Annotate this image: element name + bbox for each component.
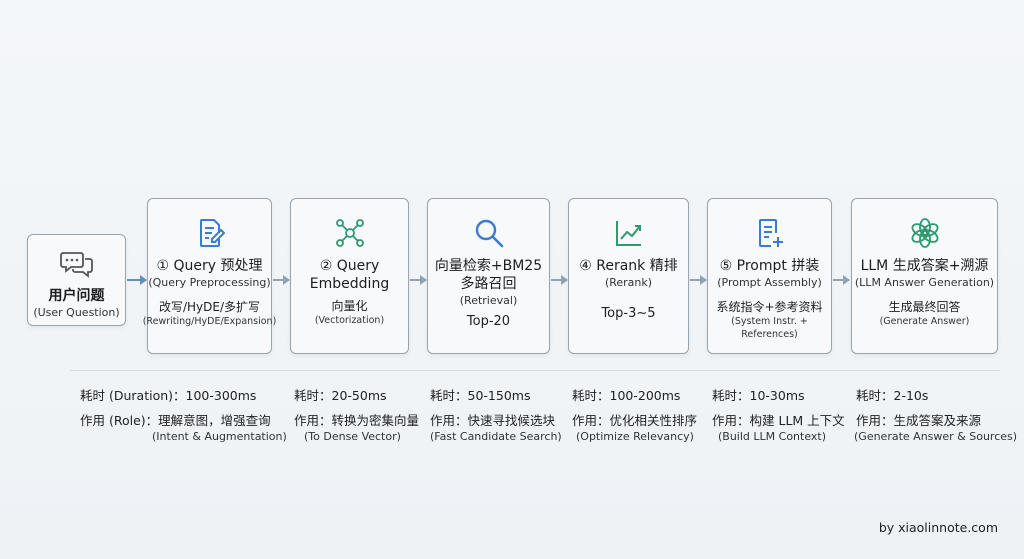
role-text: 作用：构建 LLM 上下文: [712, 413, 845, 428]
step-detail: Top-20: [466, 314, 511, 329]
info-column: 耗时：2-10s 作用：生成答案及来源 (Generate Answer & S…: [854, 386, 1018, 444]
role-subtext: (Fast Candidate Search): [430, 430, 562, 443]
duration-text: 耗时：20-50ms: [294, 388, 387, 403]
step-prompt-assembly: ⑤ Prompt 拼装 (Prompt Assembly) 系统指令+参考资料 …: [707, 198, 832, 354]
step-query-embedding: ② Query Embedding 向量化 (Vectorization): [290, 198, 409, 354]
step-detail-en: (Rewriting/HyDE/Expansion): [142, 316, 277, 327]
step-detail: 生成最终回答: [888, 300, 961, 314]
trend-chart-icon: [613, 215, 645, 251]
step-title: ② Query Embedding: [309, 258, 390, 292]
info-column: 耗时：50-150ms 作用：快速寻找候选块 (Fast Candidate S…: [430, 386, 562, 444]
arrow-connector: [273, 275, 290, 285]
credit-text: by xiaolinnote.com: [878, 520, 998, 535]
arrow-connector: [127, 275, 147, 285]
step-subtitle: (LLM Answer Generation): [854, 276, 995, 289]
duration-text: 耗时：2-10s: [856, 388, 929, 403]
arrow-connector: [833, 275, 850, 285]
step-detail: 系统指令+参考资料: [716, 300, 823, 314]
role-subtext: (Build LLM Context): [718, 430, 827, 443]
step-title: ① Query 预处理: [156, 258, 263, 274]
info-column: 耗时 (Duration)：100-300ms 作用 (Role)：理解意图，增…: [80, 386, 287, 444]
role-subtext: (Generate Answer & Sources): [854, 430, 1018, 443]
step-detail: 改写/HyDE/多扩写: [158, 300, 261, 314]
search-icon: [473, 215, 505, 251]
step-subtitle: (Query Preprocessing): [148, 276, 271, 289]
start-title: 用户问题: [48, 288, 105, 304]
step-detail-en: (Vectorization): [314, 315, 385, 326]
step-retrieval: 向量检索+BM25 多路召回 (Retrieval) Top-20: [427, 198, 550, 354]
role-text: 作用：转换为密集向量: [294, 413, 420, 428]
role-subtext: (Intent & Augmentation): [152, 430, 287, 443]
duration-text: 耗时 (Duration)：100-300ms: [80, 388, 257, 403]
step-llm-generation: LLM 生成答案+溯源 (LLM Answer Generation) 生成最终…: [851, 198, 998, 354]
openai-logo-icon: [909, 215, 941, 251]
arrow-connector: [410, 275, 427, 285]
step-detail: 向量化: [331, 299, 368, 313]
info-column: 耗时：20-50ms 作用：转换为密集向量 (To Dense Vector): [294, 386, 419, 444]
step-detail-en: (System Instr. + References): [731, 316, 808, 340]
duration-text: 耗时：10-30ms: [712, 388, 805, 403]
step-query-preprocessing: ① Query 预处理 (Query Preprocessing) 改写/HyD…: [143, 198, 276, 354]
info-column: 耗时：10-30ms 作用：构建 LLM 上下文 (Build LLM Cont…: [712, 386, 845, 444]
network-nodes-icon: [335, 215, 365, 251]
info-column: 耗时：100-200ms 作用：优化相关性排序 (Optimize Releva…: [572, 386, 697, 444]
step-title: 向量检索+BM25 多路召回: [434, 258, 543, 292]
role-text: 作用 (Role)：理解意图，增强查询: [80, 413, 271, 428]
step-subtitle: (Retrieval): [459, 294, 518, 307]
role-subtext: (Optimize Relevancy): [576, 430, 694, 443]
arrow-connector: [690, 275, 707, 285]
arrow-connector: [551, 275, 568, 285]
step-detail: Top-3~5: [601, 306, 656, 321]
step-title: ④ Rerank 精排: [579, 258, 678, 274]
document-add-icon: [754, 215, 786, 251]
step-detail-en: (Generate Answer): [879, 316, 970, 327]
user-question-box: 用户问题 (User Question): [27, 234, 126, 326]
role-text: 作用：生成答案及来源: [856, 413, 982, 428]
step-rerank: ④ Rerank 精排 (Rerank) Top-3~5: [568, 198, 689, 354]
role-text: 作用：优化相关性排序: [572, 413, 698, 428]
duration-text: 耗时：50-150ms: [430, 388, 531, 403]
start-subtitle: (User Question): [33, 306, 120, 319]
role-text: 作用：快速寻找候选块: [430, 413, 556, 428]
step-title: LLM 生成答案+溯源: [860, 258, 989, 274]
step-title: ⑤ Prompt 拼装: [719, 258, 820, 274]
edit-document-icon: [194, 215, 226, 251]
chat-bubbles-icon: [59, 247, 94, 283]
step-subtitle: (Prompt Assembly): [717, 276, 822, 289]
separator-line: [70, 370, 1000, 371]
duration-text: 耗时：100-200ms: [572, 388, 681, 403]
step-subtitle: (Rerank): [604, 276, 653, 289]
role-subtext: (To Dense Vector): [304, 430, 401, 443]
